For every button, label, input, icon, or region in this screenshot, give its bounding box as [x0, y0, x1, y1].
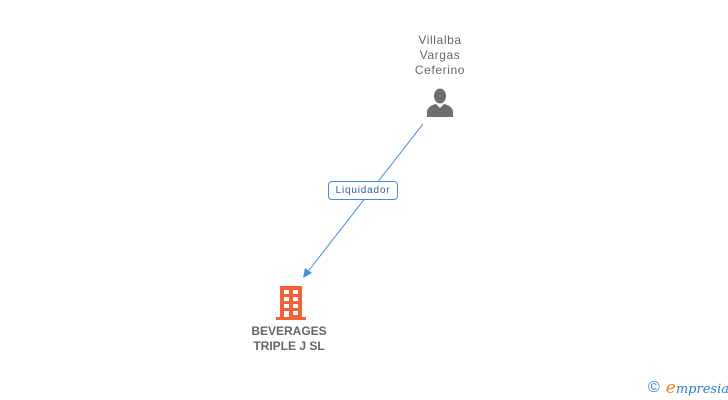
brand-logo-rest: mpresia — [675, 382, 728, 397]
person-node-label[interactable]: Villalba Vargas Ceferino — [388, 33, 492, 78]
company-name-line-1: BEVERAGES — [251, 324, 327, 338]
brand-logo: empresia — [666, 378, 728, 398]
empresia-brand: © empresia — [648, 378, 728, 398]
company-name-line-2: TRIPLE J SL — [253, 339, 325, 353]
edge-label-liquidador[interactable]: Liquidador — [328, 181, 398, 200]
arrowhead-icon — [303, 268, 312, 278]
person-name-line-2: Vargas — [419, 48, 461, 62]
brand-logo-e: e — [665, 378, 676, 398]
company-node-label[interactable]: BEVERAGES TRIPLE J SL — [230, 324, 348, 354]
copyright-icon: © — [648, 379, 660, 396]
person-name-line-1: Villalba — [418, 33, 462, 47]
building-icon[interactable] — [276, 286, 306, 320]
person-name-line-3: Ceferino — [414, 63, 466, 77]
person-icon[interactable] — [425, 87, 455, 117]
